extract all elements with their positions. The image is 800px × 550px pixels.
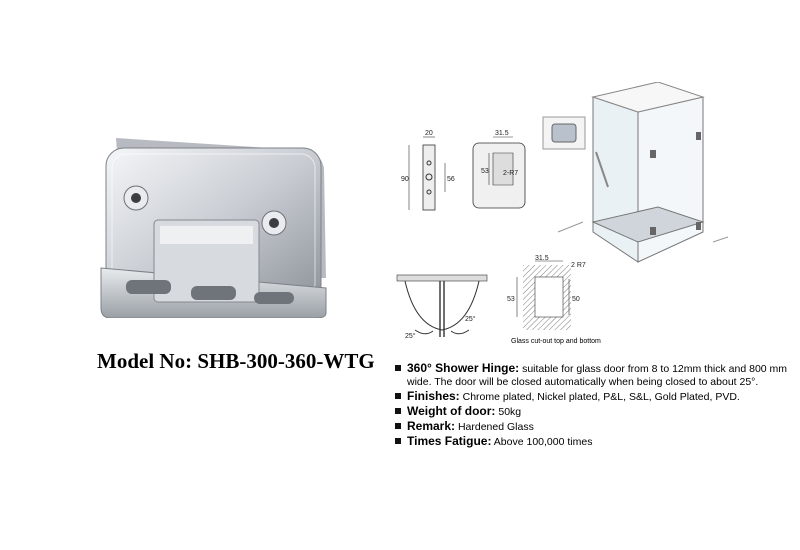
dim-side-height: 90 bbox=[401, 176, 409, 183]
technical-drawings: 20 90 56 31.5 53 2-R7 25° 25° bbox=[396, 130, 526, 340]
bullet-icon bbox=[395, 438, 401, 444]
dim-cut-width: 31.5 bbox=[535, 255, 549, 262]
model-label: Model No: bbox=[97, 349, 193, 373]
spec-text: Hardened Glass bbox=[455, 421, 534, 433]
spec-label: 360° Shower Hinge: bbox=[407, 361, 520, 375]
glass-cutout-note: Glass cut-out top and bottom bbox=[511, 338, 601, 345]
dim-cut-radius: 2 R7 bbox=[571, 262, 586, 269]
spec-text: 50kg bbox=[495, 406, 522, 418]
spec-weight: Weight of door: 50kg bbox=[393, 405, 793, 419]
spec-label: Finishes: bbox=[407, 389, 460, 403]
spec-label: Times Fatigue: bbox=[407, 434, 492, 448]
bullet-icon bbox=[395, 423, 401, 429]
spec-fatigue: Times Fatigue: Above 100,000 times bbox=[393, 435, 793, 449]
model-number: Model No: SHB-300-360-WTG bbox=[97, 349, 375, 374]
spec-text: Chrome plated, Nickel plated, P&L, S&L, … bbox=[459, 391, 740, 403]
specifications-list: 360° Shower Hinge: suitable for glass do… bbox=[393, 362, 793, 450]
spec-label: Remark: bbox=[407, 419, 456, 433]
glass-cutout-drawing: 31.5 2 R7 53 50 bbox=[507, 255, 586, 330]
dim-front-width: 31.5 bbox=[495, 130, 509, 137]
bullet-icon bbox=[395, 408, 401, 414]
dim-cut-left: 53 bbox=[507, 296, 515, 303]
front-view-drawing: 31.5 53 2-R7 bbox=[472, 130, 526, 209]
spec-text: Above 100,000 times bbox=[491, 436, 593, 448]
dim-side-width: 20 bbox=[425, 130, 433, 137]
shower-enclosure-illustration bbox=[542, 82, 729, 263]
dim-front-height: 53 bbox=[481, 168, 489, 175]
dim-front-radius: 2-R7 bbox=[503, 170, 518, 177]
hinge-product-image bbox=[100, 138, 327, 318]
rotation-view-drawing: 25° 25° bbox=[396, 274, 488, 340]
spec-label: Weight of door: bbox=[407, 404, 496, 418]
side-view-drawing: 20 90 56 bbox=[401, 130, 455, 211]
spec-remark: Remark: Hardened Glass bbox=[393, 420, 793, 434]
spec-hinge: 360° Shower Hinge: suitable for glass do… bbox=[393, 362, 793, 389]
angle-left-label: 25° bbox=[405, 332, 416, 340]
angle-right-label: 25° bbox=[465, 315, 476, 323]
dim-cut-right: 50 bbox=[572, 296, 580, 303]
spec-text: suitable for glass door from 8 to 12mm t… bbox=[407, 363, 788, 388]
bullet-icon bbox=[395, 365, 401, 371]
model-code: SHB-300-360-WTG bbox=[197, 349, 375, 373]
dim-side-holes: 56 bbox=[447, 176, 455, 183]
spec-finishes: Finishes: Chrome plated, Nickel plated, … bbox=[393, 390, 793, 404]
bullet-icon bbox=[395, 393, 401, 399]
